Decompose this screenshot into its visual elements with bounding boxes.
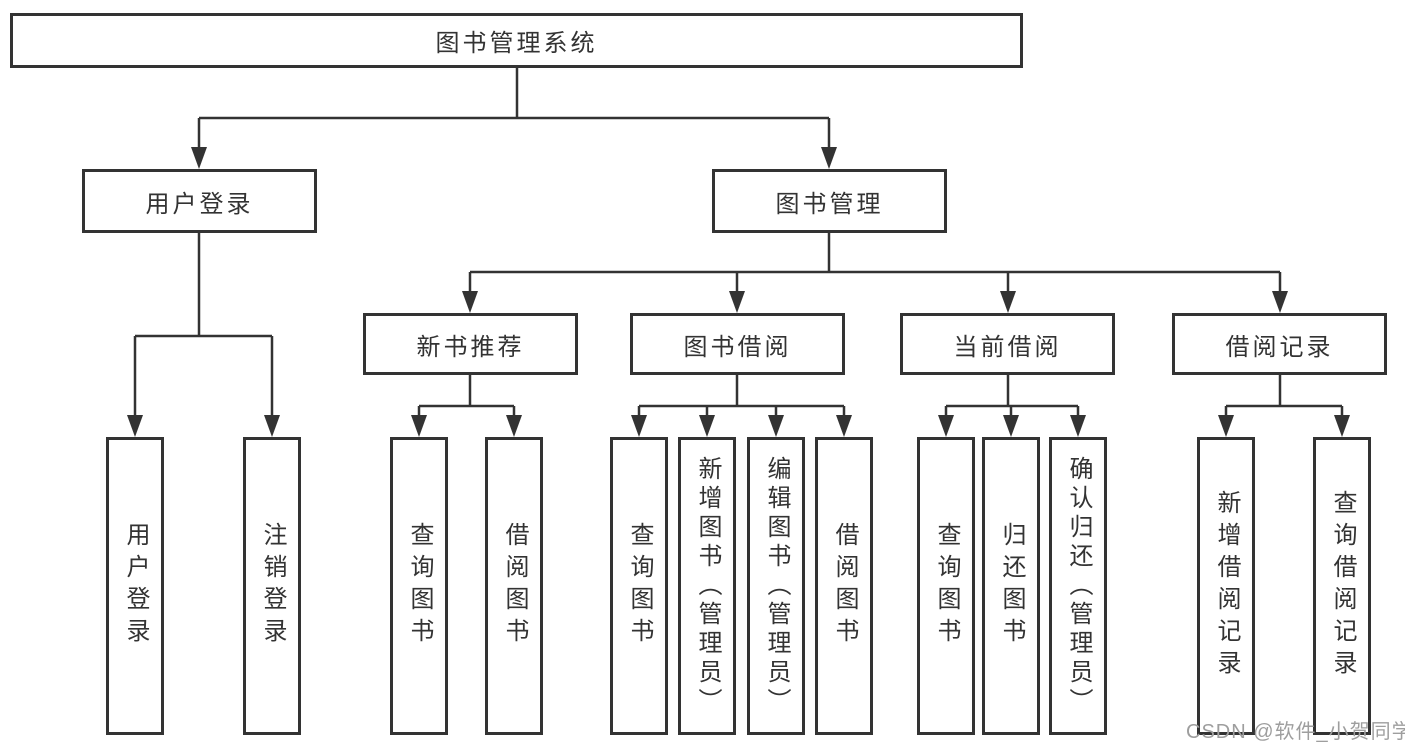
node-label: 图书借阅 — [683, 333, 792, 361]
csdn-watermark: CSDN @软件_小贺同学 — [1186, 721, 1405, 743]
node-add-borrow-record: 新增借阅记录 — [1197, 437, 1255, 735]
node-logout: 注销登录 — [243, 437, 301, 735]
node-label: 注销登录 — [259, 522, 286, 650]
node-confirm-return-admin: 确认归还（管理员） — [1049, 437, 1107, 735]
node-label: 确认归还（管理员） — [1065, 455, 1092, 717]
node-label: 用户登录 — [122, 522, 149, 650]
node-borrowing-records: 借阅记录 — [1172, 313, 1387, 375]
node-query-books-recommend: 查询图书 — [390, 437, 448, 735]
node-label: 查询图书 — [406, 522, 433, 650]
node-label: 用户登录 — [145, 190, 254, 218]
node-label: 编辑图书（管理员） — [763, 455, 790, 717]
node-label: 借阅图书 — [831, 522, 858, 650]
node-label: 借阅记录 — [1225, 333, 1334, 361]
node-edit-book-admin: 编辑图书（管理员） — [747, 437, 805, 735]
node-current-borrowing: 当前借阅 — [900, 313, 1115, 375]
node-label: 查询借阅记录 — [1329, 490, 1356, 682]
node-new-book-recommendation: 新书推荐 — [363, 313, 578, 375]
node-label: 图书管理系统 — [435, 30, 598, 57]
node-label: 查询图书 — [933, 522, 960, 650]
node-library-management-system: 图书管理系统 — [10, 13, 1023, 68]
node-query-borrow-record: 查询借阅记录 — [1313, 437, 1371, 735]
node-label: 归还图书 — [998, 522, 1025, 650]
node-query-books-borrowing: 查询图书 — [610, 437, 668, 735]
node-return-books: 归还图书 — [982, 437, 1040, 735]
node-user-login: 用户登录 — [82, 169, 317, 233]
node-user-login-leaf: 用户登录 — [106, 437, 164, 735]
node-label: 图书管理 — [775, 190, 884, 218]
node-book-borrowing: 图书借阅 — [630, 313, 845, 375]
node-query-books-current: 查询图书 — [917, 437, 975, 735]
node-borrow-books-borrowing: 借阅图书 — [815, 437, 873, 735]
node-borrow-books-recommend: 借阅图书 — [485, 437, 543, 735]
node-label: 当前借阅 — [953, 333, 1062, 361]
node-add-book-admin: 新增图书（管理员） — [678, 437, 736, 735]
node-label: 新增借阅记录 — [1213, 490, 1240, 682]
node-book-management: 图书管理 — [712, 169, 947, 233]
node-label: 查询图书 — [626, 522, 653, 650]
node-label: 借阅图书 — [501, 522, 528, 650]
node-label: 新增图书（管理员） — [694, 455, 721, 717]
node-label: 新书推荐 — [416, 333, 525, 361]
